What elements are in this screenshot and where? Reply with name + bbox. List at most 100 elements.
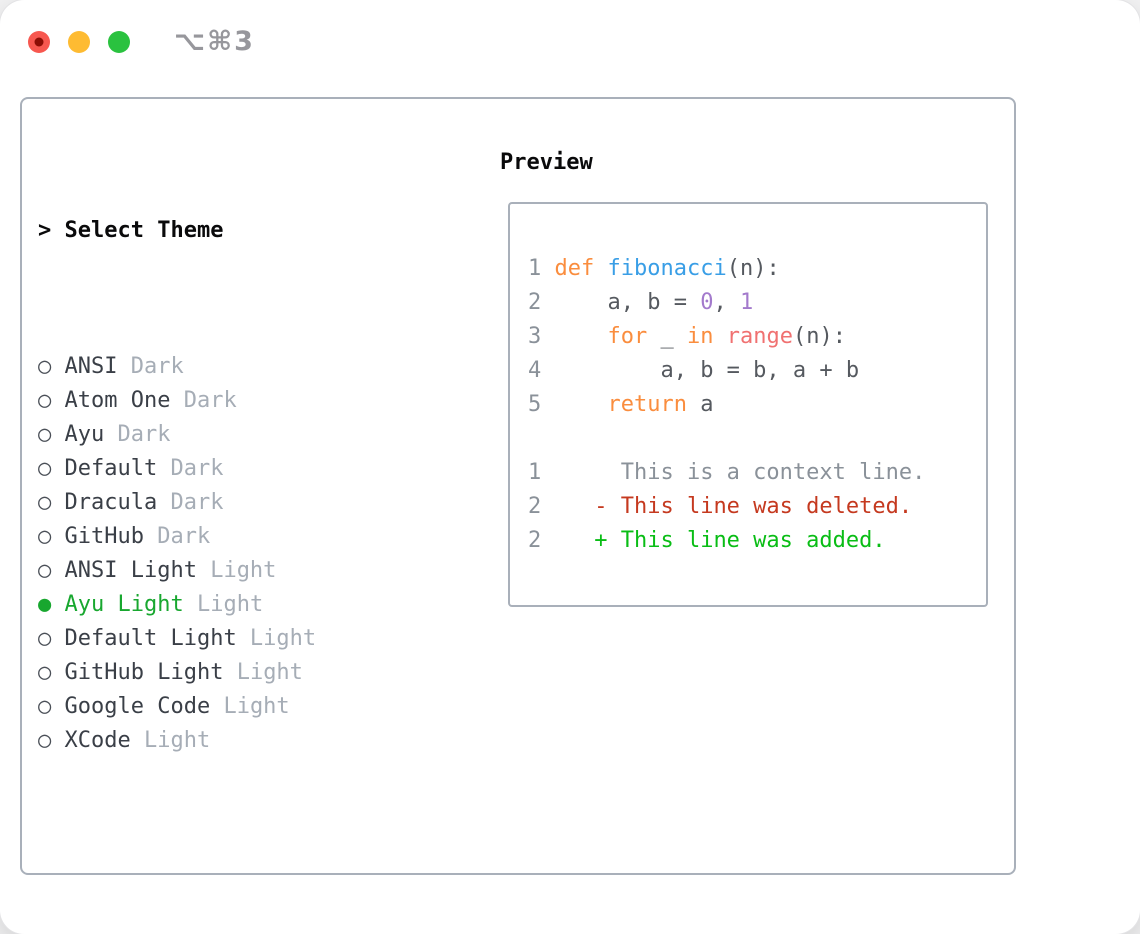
line-number: 2 <box>528 290 555 315</box>
line-number: 2 <box>528 528 555 553</box>
theme-variant: Light <box>210 694 290 719</box>
token-number: 0 <box>700 290 714 315</box>
line-number: 1 <box>528 460 555 485</box>
theme-name: ANSI Light <box>64 558 197 583</box>
theme-option-xcode[interactable]: ○ XCode Light <box>38 724 438 758</box>
theme-option-google-code[interactable]: ○ Google Code Light <box>38 690 438 724</box>
theme-name: Google Code <box>64 694 211 719</box>
line-number: 5 <box>528 392 555 417</box>
theme-variant: Light <box>236 626 317 651</box>
radio-unselected-icon: ○ <box>38 694 65 719</box>
left-column: > Select Theme ○ ANSI Dark○ Atom One Dar… <box>38 146 438 934</box>
token-keyword: return <box>607 392 687 417</box>
theme-name: GitHub <box>64 524 144 549</box>
theme-name: Default Light <box>64 626 237 651</box>
theme-option-default[interactable]: ○ Default Dark <box>38 452 438 486</box>
theme-name: Atom One <box>64 388 171 413</box>
token-context: This is a context line. <box>554 460 926 485</box>
theme-variant: Dark <box>157 490 224 515</box>
code-line: 2 + This line was added. <box>528 524 925 558</box>
spacer <box>38 860 438 894</box>
theme-option-github[interactable]: ○ GitHub Dark <box>38 520 438 554</box>
theme-variant: Dark <box>117 354 184 379</box>
theme-option-ansi-light[interactable]: ○ ANSI Light Light <box>38 554 438 588</box>
code-line: 2 a, b = 0, 1 <box>528 286 925 320</box>
theme-name: XCode <box>64 728 131 753</box>
token-plain: a <box>686 392 714 417</box>
theme-variant: Light <box>130 728 211 753</box>
code-line: 5 return a <box>528 388 925 422</box>
theme-option-github-light[interactable]: ○ GitHub Light Light <box>38 656 438 690</box>
token-plain <box>555 324 608 349</box>
line-number <box>528 426 555 451</box>
theme-name: GitHub Light <box>64 660 224 685</box>
token-call: range <box>726 324 793 349</box>
window-title-shortcut: ⌥⌘3 <box>174 26 255 57</box>
theme-option-dracula[interactable]: ○ Dracula Dark <box>38 486 438 520</box>
token-deleted: - This line was deleted. <box>554 494 913 519</box>
theme-variant: Light <box>196 558 277 583</box>
theme-list: ○ ANSI Dark○ Atom One Dark○ Ayu Dark○ De… <box>38 350 438 758</box>
code-line <box>528 422 925 456</box>
radio-unselected-icon: ○ <box>38 660 65 685</box>
token-plain: , <box>713 290 740 315</box>
radio-unselected-icon: ○ <box>38 456 65 481</box>
token-keyword: in <box>686 324 714 349</box>
code-line: 1 This is a context line. <box>528 456 925 490</box>
theme-variant: Light <box>183 592 264 617</box>
select-theme-header-label: Select Theme <box>64 218 224 243</box>
select-theme-header: > Select Theme <box>38 214 438 248</box>
token-keyword: def <box>554 256 595 281</box>
line-number: 4 <box>528 358 555 383</box>
theme-option-default-light[interactable]: ○ Default Light Light <box>38 622 438 656</box>
token-plain <box>555 392 608 417</box>
zoom-button-icon[interactable] <box>108 30 130 53</box>
token-function: fibonacci <box>607 256 727 281</box>
token-plain: (n): <box>726 256 780 281</box>
close-button-icon[interactable] <box>28 30 50 53</box>
theme-name: Dracula <box>64 490 158 515</box>
radio-selected-icon: ● <box>38 592 65 617</box>
title-bar: ⌥⌘3 <box>28 26 255 57</box>
token-plain <box>713 324 726 349</box>
theme-name: Ayu <box>64 422 105 447</box>
theme-variant: Light <box>223 660 303 685</box>
code-line: 1 def fibonacci(n): <box>528 252 925 286</box>
radio-unselected-icon: ○ <box>38 728 65 753</box>
theme-variant: Dark <box>143 524 211 549</box>
token-plain: (n): <box>792 324 846 349</box>
radio-unselected-icon: ○ <box>38 388 65 413</box>
radio-unselected-icon: ○ <box>38 490 65 515</box>
code-line: 3 for _ in range(n): <box>528 320 925 354</box>
token-added: + This line was added. <box>554 528 886 553</box>
theme-name: ANSI <box>64 354 118 379</box>
line-number: 1 <box>528 256 555 281</box>
code-line: 4 a, b = b, a + b <box>528 354 925 388</box>
theme-option-ansi[interactable]: ○ ANSI Dark <box>38 350 438 384</box>
theme-variant: Dark <box>157 456 224 481</box>
focus-caret-icon: > <box>38 218 65 243</box>
close-dot-icon <box>34 37 44 46</box>
radio-unselected-icon: ○ <box>38 558 65 583</box>
line-number: 3 <box>528 324 555 349</box>
code-line: 2 - This line was deleted. <box>528 490 925 524</box>
theme-option-ayu-light[interactable]: ● Ayu Light Light <box>38 588 438 622</box>
radio-unselected-icon: ○ <box>38 422 65 447</box>
theme-name: Ayu Light <box>64 592 184 617</box>
token-plain: _ <box>647 324 687 349</box>
theme-variant: Dark <box>170 388 237 413</box>
token-number: 1 <box>739 290 754 315</box>
theme-option-ayu[interactable]: ○ Ayu Dark <box>38 418 438 452</box>
token-plain: a, b = <box>554 290 701 315</box>
theme-option-atom-one[interactable]: ○ Atom One Dark <box>38 384 438 418</box>
preview-header-label: Preview <box>500 150 593 175</box>
token-plain: a, b = b, a + b <box>554 358 860 383</box>
theme-variant: Dark <box>104 422 171 447</box>
radio-unselected-icon: ○ <box>38 524 65 549</box>
token-plain <box>594 256 607 281</box>
minimize-button-icon[interactable] <box>68 30 90 53</box>
line-number: 2 <box>528 494 555 519</box>
